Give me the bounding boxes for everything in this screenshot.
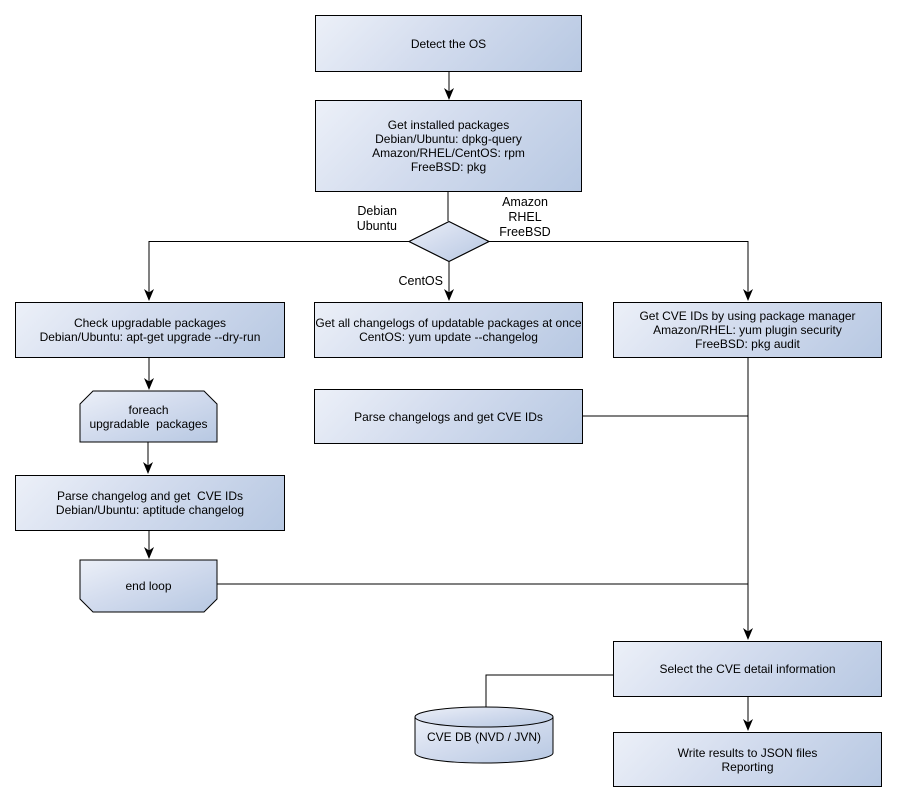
node-get-installed-packages: Get installed packages Debian/Ubuntu: dp… <box>315 100 582 192</box>
node-detect-os-label: Detect the OS <box>410 36 487 51</box>
node-check-upgradable-packages-label: Check upgradable packages Debian/Ubuntu:… <box>39 316 261 344</box>
cve-db-cylinder-top <box>414 706 554 728</box>
edge-label-amazon-rhel-freebsd: Amazon RHEL FreeBSD <box>499 195 551 239</box>
cve-db-cylinder-body <box>414 717 554 764</box>
node-get-all-changelogs-label: Get all changelogs of updatable packages… <box>315 316 582 344</box>
node-select-cve-detail-label: Select the CVE detail information <box>659 662 836 676</box>
edge-select-to-cvedb <box>485 674 613 707</box>
edge-label-centos: CentOS <box>398 274 443 288</box>
node-check-upgradable-packages: Check upgradable packages Debian/Ubuntu:… <box>15 302 285 358</box>
node-parse-changelogs-mid: Parse changelogs and get CVE IDs <box>314 389 583 444</box>
node-write-results-label: Write results to JSON files Reporting <box>677 745 818 774</box>
node-get-all-changelogs: Get all changelogs of updatable packages… <box>314 302 583 358</box>
decision-diamond <box>407 220 491 263</box>
end-loop-shape <box>79 559 218 613</box>
node-detect-os: Detect the OS <box>315 15 582 72</box>
node-parse-changelog-left: Parse changelog and get CVE IDs Debian/U… <box>15 475 285 531</box>
node-cve-db-label: CVE DB (NVD / JVN) <box>426 730 541 744</box>
node-foreach-loop-label: foreach upgradable packages <box>89 402 208 431</box>
node-get-cve-ids-pkg-mgr-label: Get CVE IDs by using package manager Ama… <box>639 309 856 351</box>
node-end-loop-label: end loop <box>125 579 172 593</box>
foreach-shape <box>79 390 218 443</box>
node-parse-changelogs-mid-label: Parse changelogs and get CVE IDs <box>354 409 543 424</box>
node-write-results: Write results to JSON files Reporting <box>613 732 882 787</box>
edge-decision-to-check <box>144 241 409 301</box>
node-parse-changelog-left-label: Parse changelog and get CVE IDs Debian/U… <box>55 489 245 517</box>
node-get-installed-packages-label: Get installed packages Debian/Ubuntu: dp… <box>372 118 525 174</box>
node-select-cve-detail: Select the CVE detail information <box>613 641 882 697</box>
edge-decision-to-cve-right <box>489 241 753 301</box>
edge-label-debian-ubuntu: Debian Ubuntu <box>356 204 397 233</box>
node-get-cve-ids-pkg-mgr: Get CVE IDs by using package manager Ama… <box>613 302 882 358</box>
